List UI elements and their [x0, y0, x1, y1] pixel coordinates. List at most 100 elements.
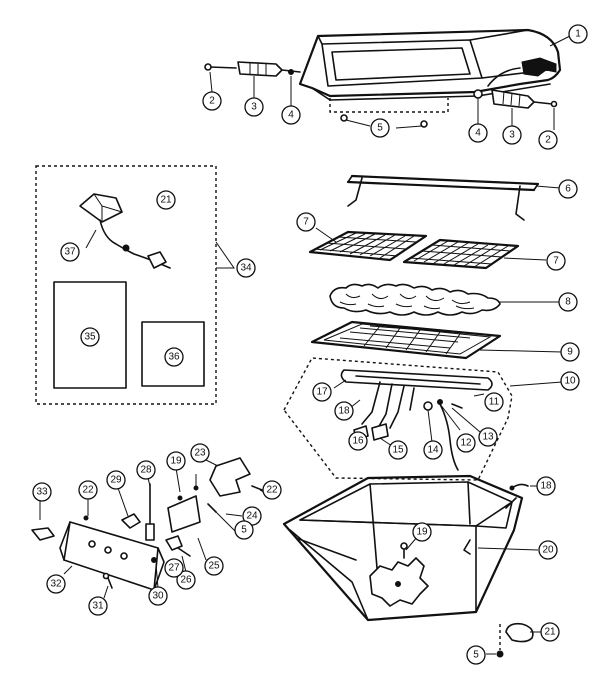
svg-text:7: 7: [303, 217, 309, 228]
svg-text:34: 34: [240, 263, 252, 274]
callout-31: 31: [88, 596, 108, 616]
svg-text:11: 11: [489, 397, 500, 408]
callout-1: 1: [568, 24, 588, 44]
callout-19-panel: 19: [166, 451, 186, 471]
callout-37: 37: [60, 242, 80, 262]
svg-text:27: 27: [168, 563, 180, 574]
svg-text:25: 25: [208, 561, 220, 572]
svg-text:14: 14: [427, 445, 439, 456]
svg-text:37: 37: [64, 247, 76, 258]
svg-text:24: 24: [246, 511, 258, 522]
callout-7-left: 7: [296, 212, 316, 232]
callout-18-left: 18: [334, 401, 354, 421]
right-hinge-assembly: [473, 89, 558, 109]
callout-4-right: 4: [468, 123, 488, 143]
svg-text:4: 4: [475, 128, 481, 139]
burner: [340, 369, 493, 471]
svg-text:2: 2: [545, 135, 551, 146]
callout-32: 32: [46, 574, 66, 594]
svg-text:9: 9: [567, 347, 573, 358]
svg-text:21: 21: [160, 195, 172, 206]
svg-text:2: 2: [209, 96, 215, 107]
svg-text:12: 12: [460, 438, 472, 449]
callout-16: 16: [348, 431, 368, 451]
callout-30: 30: [148, 586, 168, 606]
svg-text:10: 10: [564, 376, 576, 387]
callout-20: 20: [538, 540, 558, 560]
callout-19-base: 19: [412, 522, 432, 542]
svg-text:17: 17: [316, 387, 328, 398]
svg-text:5: 5: [473, 650, 479, 661]
svg-text:4: 4: [288, 110, 294, 121]
callout-18-right: 18: [536, 476, 556, 496]
callout-28: 28: [136, 460, 156, 480]
svg-text:28: 28: [140, 465, 152, 476]
callout-15: 15: [388, 440, 408, 460]
lid-screws: [329, 98, 449, 128]
callout-3-right: 3: [502, 125, 522, 145]
left-hinge-assembly: [204, 61, 301, 77]
warming-rack: [346, 174, 540, 221]
callout-12: 12: [456, 433, 476, 453]
callout-10: 10: [560, 371, 580, 391]
side-clip: [509, 483, 529, 491]
svg-text:29: 29: [110, 475, 122, 486]
cooking-grid-left: [308, 230, 428, 262]
svg-text:32: 32: [50, 579, 62, 590]
callout-26: 26: [176, 570, 196, 590]
control-panel: [31, 457, 263, 591]
svg-text:6: 6: [565, 184, 571, 195]
svg-text:31: 31: [92, 601, 104, 612]
callout-5-base: 5: [466, 645, 486, 665]
callout-35: 35: [80, 327, 100, 347]
callout-22-right: 22: [262, 480, 282, 500]
svg-text:35: 35: [84, 332, 96, 343]
callout-3-left: 3: [244, 97, 264, 117]
svg-text:13: 13: [482, 432, 494, 443]
svg-text:7: 7: [553, 256, 559, 267]
drain-cap: [496, 622, 534, 658]
svg-text:22: 22: [266, 485, 278, 496]
callout-7-right: 7: [546, 251, 566, 271]
callout-8: 8: [558, 292, 578, 312]
callout-25: 25: [204, 556, 224, 576]
grill-base: [282, 474, 524, 622]
callout-22-left: 22: [78, 480, 98, 500]
callout-27: 27: [164, 558, 184, 578]
svg-text:26: 26: [180, 575, 192, 586]
svg-text:30: 30: [152, 591, 164, 602]
callout-34: 34: [236, 258, 256, 278]
svg-text:3: 3: [509, 130, 515, 141]
callout-5-top: 5: [370, 118, 390, 138]
svg-text:19: 19: [170, 456, 182, 467]
lava-rocks: [329, 283, 501, 316]
callout-2-left: 2: [202, 91, 222, 111]
svg-text:18: 18: [540, 481, 552, 492]
igniter-kit-box: [35, 165, 217, 405]
svg-text:1: 1: [575, 29, 581, 40]
svg-text:18: 18: [338, 406, 350, 417]
callout-4-left: 4: [281, 105, 301, 125]
callout-14: 14: [423, 440, 443, 460]
svg-text:21: 21: [544, 627, 556, 638]
svg-text:8: 8: [565, 297, 571, 308]
callout-9: 9: [560, 342, 580, 362]
svg-text:3: 3: [251, 102, 257, 113]
svg-text:16: 16: [352, 436, 364, 447]
callout-6: 6: [558, 179, 578, 199]
callout-21-kit: 21: [156, 190, 176, 210]
callout-2-right: 2: [538, 130, 558, 150]
grill-lid: [298, 28, 562, 101]
svg-text:33: 33: [36, 487, 48, 498]
callout-11: 11: [484, 392, 504, 412]
svg-text:5: 5: [241, 525, 247, 536]
svg-text:20: 20: [542, 545, 554, 556]
cooking-grid-right: [402, 238, 520, 270]
callout-5-panel: 5: [234, 520, 254, 540]
callout-21-base: 21: [540, 622, 560, 642]
svg-text:15: 15: [392, 445, 404, 456]
callout-36: 36: [164, 347, 184, 367]
callout-23: 23: [190, 443, 210, 463]
